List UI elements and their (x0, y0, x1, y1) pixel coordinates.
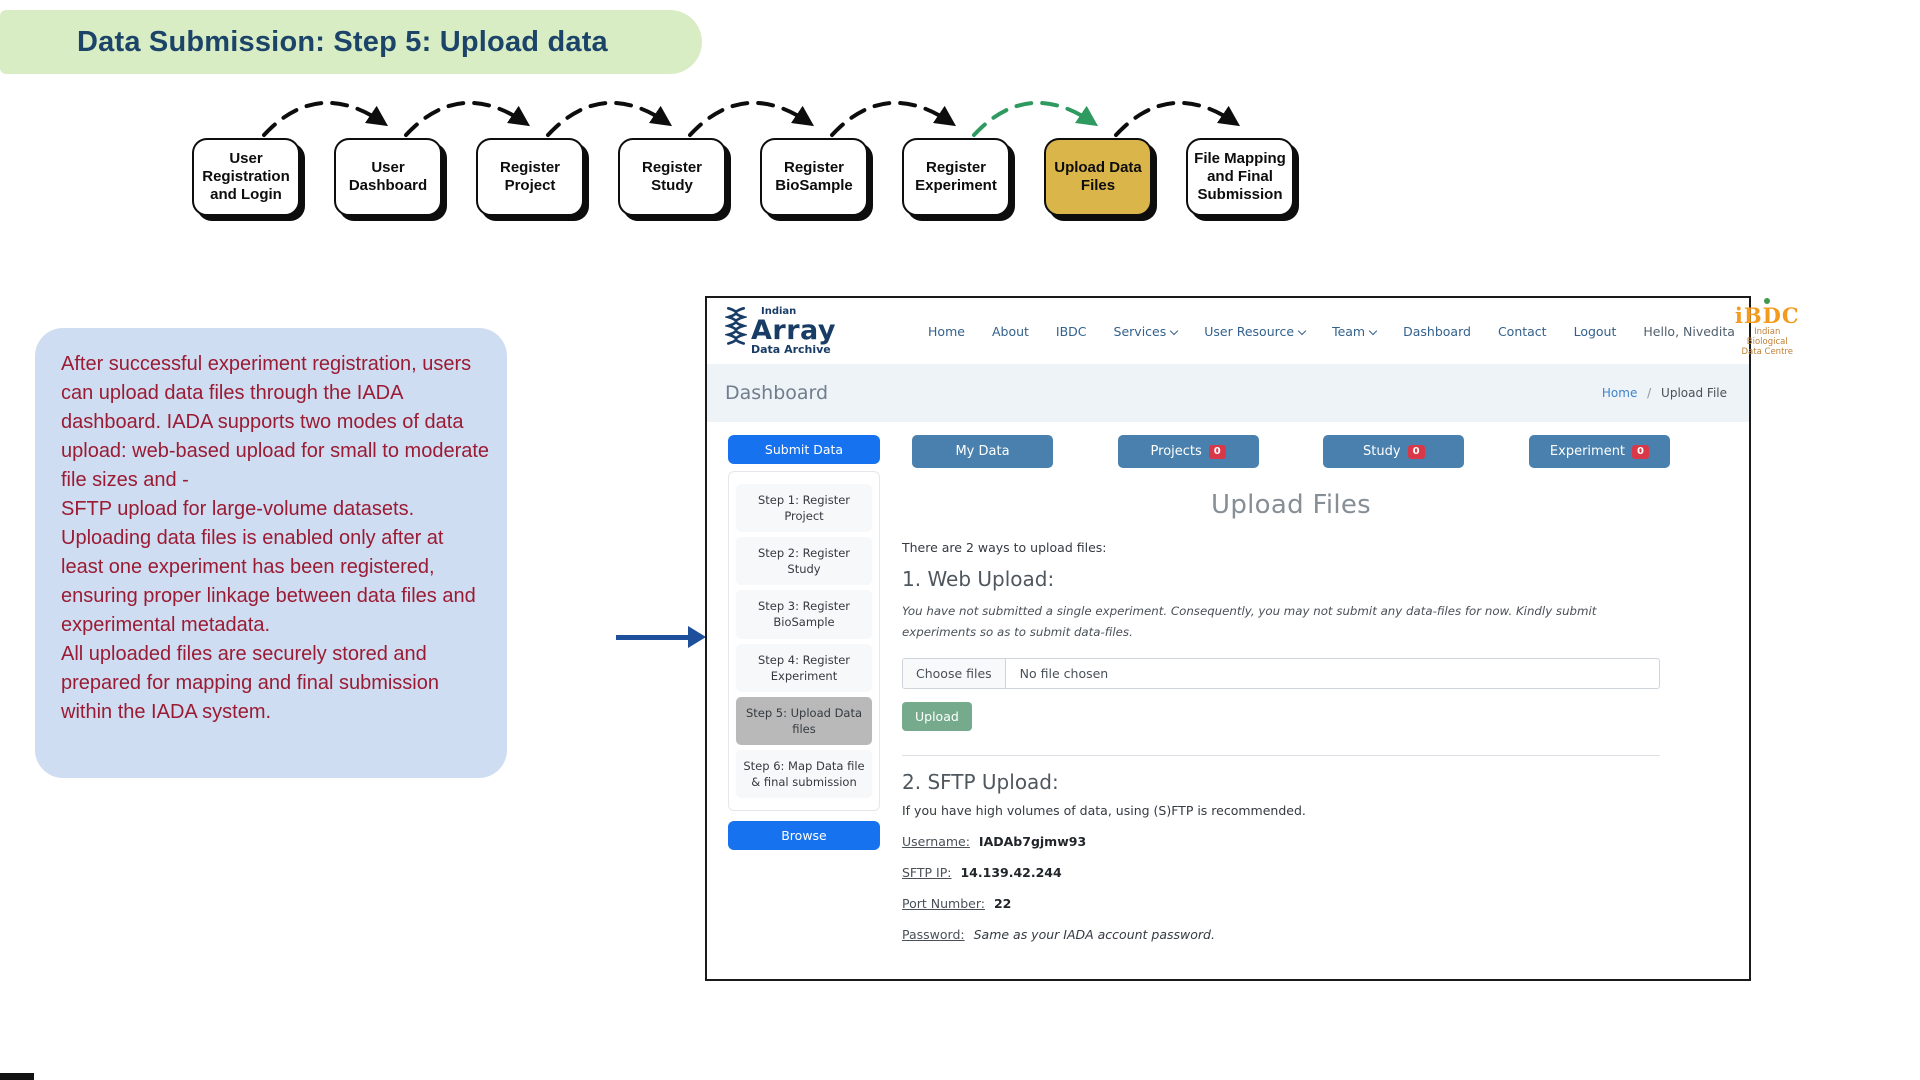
file-input[interactable]: Choose files No file chosen (902, 658, 1660, 690)
sidebar-step-2[interactable]: Step 2: Register Study (736, 537, 872, 586)
study-button[interactable]: Study 0 (1323, 435, 1465, 468)
logo-line-indian: Indian (761, 306, 797, 317)
sftp-recommendation: If you have high volumes of data, using … (902, 803, 1306, 819)
app-screenshot-frame: Indian Array Data Archive Home About IBD… (705, 296, 1799, 981)
study-count-badge: 0 (1407, 444, 1425, 459)
user-greeting: Hello, Nivedita (1643, 323, 1735, 339)
sftp-port-label: Port Number: (902, 896, 985, 912)
dna-helix-icon (725, 307, 747, 345)
flow-step-file-mapping: File Mapping and Final Submission (1186, 138, 1294, 216)
sidebar-step-5-active[interactable]: Step 5: Upload Data files (736, 696, 872, 745)
nav-item-team[interactable]: Team (1332, 324, 1378, 339)
nav-links: Home About IBDC Services User Resource T… (928, 324, 1616, 339)
nav-item-ibdc[interactable]: IBDC (1055, 323, 1087, 339)
upload-files-heading: Upload Files (1210, 490, 1372, 520)
projects-count-badge: 0 (1208, 444, 1226, 459)
pointer-arrow-head (688, 626, 706, 648)
sftp-username-field: Username: IADAb7gjmw93 (902, 834, 1672, 849)
array-logo[interactable]: Indian Array Data Archive (725, 307, 836, 355)
array-logo-text: Indian Array Data Archive (751, 306, 837, 356)
nav-item-user-resource[interactable]: User Resource (1204, 324, 1307, 339)
flowchart: User Registration and Login User Dashboa… (192, 138, 1312, 216)
sidebar-step-4[interactable]: Step 4: Register Experiment (736, 643, 872, 692)
sidebar-step-1[interactable]: Step 1: Register Project (736, 484, 872, 533)
projects-button[interactable]: Projects 0 (1117, 435, 1259, 468)
sftp-upload-heading: 2. SFTP Upload: (902, 770, 1059, 795)
flow-step-upload-data-files: Upload Data Files (1044, 138, 1152, 216)
section-divider (902, 755, 1660, 757)
nav-item-services[interactable]: Services (1114, 324, 1179, 339)
sftp-port-value: 22 (993, 896, 1012, 912)
sftp-password-value: Same as your IADA account password. (973, 927, 1215, 943)
stat-buttons-row: My Data Projects 0 Study 0 Experiment 0 (912, 435, 1670, 468)
note-paragraph: After successful experiment registration… (61, 353, 490, 491)
slide-edge-artifact (0, 1073, 34, 1080)
nav-item-logout[interactable]: Logout (1573, 323, 1617, 339)
nav-item-dashboard[interactable]: Dashboard (1403, 323, 1471, 339)
breadcrumb-separator: / (1647, 386, 1652, 400)
section-title: Dashboard (725, 382, 829, 404)
upload-intro-text: There are 2 ways to upload files: (902, 540, 1107, 555)
title-banner: Data Submission: Step 5: Upload data (0, 10, 702, 74)
sftp-ip-field: SFTP IP: 14.139.42.244 (902, 865, 1672, 880)
my-data-button[interactable]: My Data (912, 435, 1053, 468)
sftp-password-label: Password: (902, 927, 965, 943)
flow-step-register-experiment: Register Experiment (902, 138, 1010, 216)
flow-step-user-registration: User Registration and Login (192, 138, 300, 216)
ibdc-logo-dot (1764, 298, 1771, 305)
sftp-username-value: IADAb7gjmw93 (978, 834, 1087, 850)
note-paragraph: SFTP upload for large-volume datasets. (61, 498, 415, 520)
flowchart-arrows (262, 100, 1241, 137)
page-title: Data Submission: Step 5: Upload data (77, 25, 608, 58)
nav-item-about[interactable]: About (991, 323, 1029, 339)
sidebar-step-6[interactable]: Step 6: Map Data file & final submission (736, 749, 872, 799)
flow-step-register-project: Register Project (476, 138, 584, 216)
note-paragraph: Uploading data files is enabled only aft… (61, 527, 476, 636)
web-upload-heading: 1. Web Upload: (902, 567, 1055, 591)
top-navbar: Indian Array Data Archive Home About IBD… (707, 298, 1799, 364)
ibdc-logo-text: iBDC (1734, 303, 1800, 329)
browse-button[interactable]: Browse (728, 821, 880, 851)
sftp-ip-value: 14.139.42.244 (960, 865, 1062, 881)
breadcrumb-band: Dashboard Home / Upload File (707, 364, 1749, 422)
ibdc-logo: iBDC Indian Biological Data Centre (1734, 298, 1800, 357)
chevron-down-icon (1170, 326, 1179, 335)
breadcrumb-current: Upload File (1661, 386, 1727, 400)
sftp-password-field: Password: Same as your IADA account pass… (902, 927, 1672, 942)
logo-line-data-archive: Data Archive (751, 343, 831, 356)
chevron-down-icon (1368, 326, 1378, 335)
sftp-username-label: Username: (902, 834, 970, 850)
description-note: After successful experiment registration… (35, 328, 507, 778)
no-file-chosen-text: No file chosen (1019, 666, 1109, 682)
experiment-count-badge: 0 (1632, 444, 1650, 459)
submit-data-button[interactable]: Submit Data (728, 435, 880, 464)
upload-button[interactable]: Upload (902, 702, 972, 732)
nav-item-home[interactable]: Home (928, 323, 965, 339)
dashboard-content: Submit Data Step 1: Register Project Ste… (707, 422, 1749, 942)
sidebar-step-3[interactable]: Step 3: Register BioSample (736, 590, 872, 639)
chevron-down-icon (1297, 326, 1307, 335)
pointer-arrow (616, 626, 708, 648)
choose-files-button[interactable]: Choose files (903, 659, 1006, 689)
sftp-ip-label: SFTP IP: (902, 865, 952, 881)
flow-step-register-study: Register Study (618, 138, 726, 216)
main-panel: My Data Projects 0 Study 0 Experiment 0 … (902, 435, 1672, 942)
ibdc-caption-line1: Indian Biological (1746, 327, 1788, 348)
sidebar: Submit Data Step 1: Register Project Ste… (728, 435, 880, 942)
breadcrumb-home-link[interactable]: Home (1601, 386, 1638, 400)
note-paragraph: All uploaded files are securely stored a… (61, 643, 439, 723)
breadcrumb: Home / Upload File (1602, 386, 1727, 400)
flow-step-register-biosample: Register BioSample (760, 138, 868, 216)
ibdc-caption-line2: Data Centre (1741, 346, 1793, 357)
experiment-button[interactable]: Experiment 0 (1528, 435, 1670, 468)
pointer-arrow-shaft (616, 635, 690, 640)
web-upload-warning: You have not submitted a single experime… (902, 604, 1597, 639)
logo-line-array: Array (751, 315, 837, 346)
nav-item-contact[interactable]: Contact (1497, 323, 1547, 339)
sftp-port-field: Port Number: 22 (902, 896, 1672, 911)
sidebar-steps-card: Step 1: Register Project Step 2: Registe… (728, 471, 880, 812)
flow-step-user-dashboard: User Dashboard (334, 138, 442, 216)
